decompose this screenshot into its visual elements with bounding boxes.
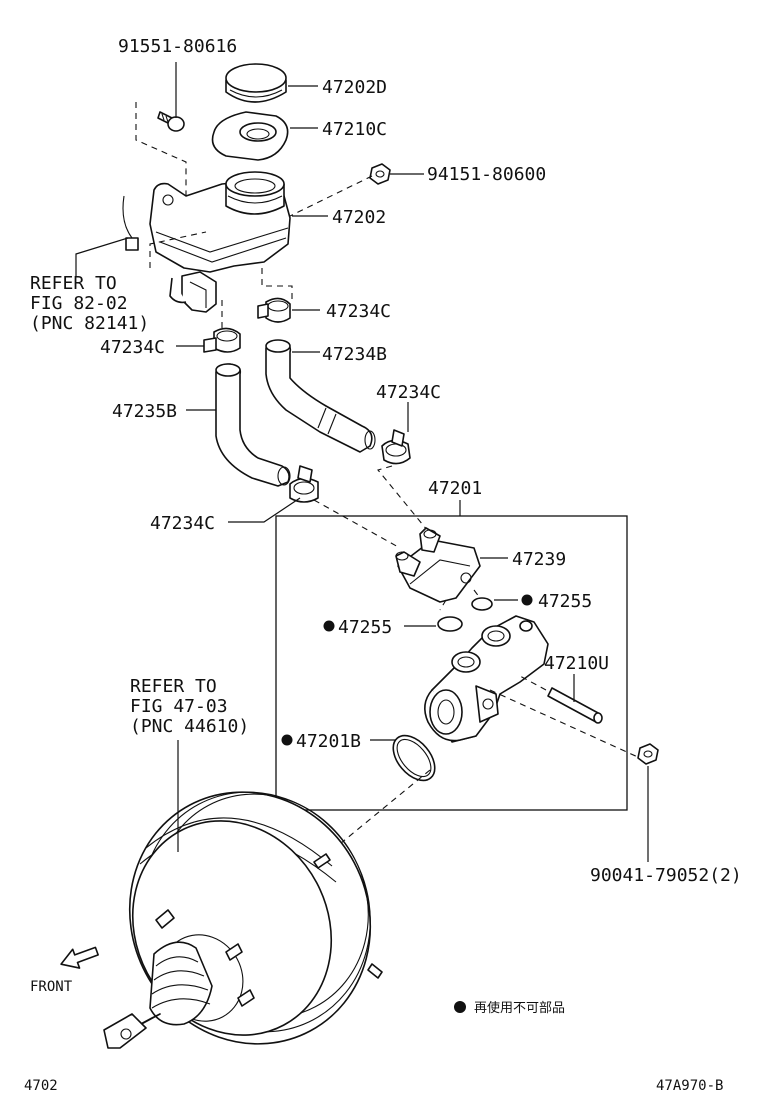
reservoir-strainer (211, 111, 289, 161)
ref-47-03-line1: REFER TO (130, 676, 217, 697)
ref-82-02-line2: FIG 82-02 (30, 293, 128, 314)
nut-guide (285, 175, 373, 219)
leader-47234C-d (228, 497, 301, 523)
label-47234B: 47234B (322, 344, 387, 365)
o-ring-lower (437, 616, 463, 632)
reservoir-nut (369, 163, 391, 185)
label-94151-80600: 94151-80600 (427, 164, 546, 185)
o-ring-guide-a (439, 599, 447, 611)
reservoir-guide-left (149, 231, 207, 268)
master-cylinder-body (424, 615, 549, 743)
reservoir-cap (225, 63, 287, 103)
booster-boot (149, 941, 213, 1026)
flange-nut (637, 743, 659, 765)
label-47201: 47201 (428, 478, 482, 499)
leader-ref-82-02 (75, 237, 129, 276)
label-47234C-a: 47234C (326, 301, 391, 322)
o-ring-guide-b (473, 589, 481, 599)
hose-clamp-upper-right (257, 297, 291, 323)
mounting-screw (157, 111, 185, 132)
label-47239: 47239 (512, 549, 566, 570)
reservoir-grommet-joint (395, 527, 481, 603)
label-47202: 47202 (332, 207, 386, 228)
label-91551-80616: 91551-80616 (118, 36, 237, 57)
booster-guide (317, 769, 431, 863)
label-47255-a: 47255 (538, 591, 592, 612)
figure-id: 47A970-B (656, 1078, 723, 1094)
label-47255-b: 47255 (338, 617, 392, 638)
label-47201B: 47201B (296, 731, 361, 752)
label-90041-79052: 90041-79052(2) (590, 865, 742, 886)
o-ring-47201B (392, 734, 436, 782)
label-47234C-b: 47234C (100, 337, 165, 358)
label-47202D: 47202D (322, 77, 387, 98)
master-cylinder-assembly-box (275, 515, 628, 811)
reservoir-hose-47235B (215, 363, 291, 487)
master-cylinder-pin (547, 687, 603, 724)
nut-guide-right (489, 689, 641, 759)
o-ring-47201B-inner (396, 738, 432, 778)
reservoir-hose-47234B (265, 339, 376, 453)
hose-guide-right (377, 465, 433, 537)
ref-82-02-line1: REFER TO (30, 273, 117, 294)
booster-push-rod (103, 1013, 161, 1049)
non-reusable-part-legend-dot (454, 1001, 466, 1013)
ref-82-02-line3: (PNC 82141) (30, 313, 149, 334)
label-47235B: 47235B (112, 401, 177, 422)
dot-47201B (281, 734, 293, 746)
brake-fluid-reservoir (149, 171, 291, 313)
label-47234C-c: 47234C (376, 382, 441, 403)
reservoir-outlet-guide-b (261, 268, 293, 300)
dot-47255-a (521, 594, 533, 606)
label-47210U: 47210U (544, 653, 609, 674)
label-47210C: 47210C (322, 119, 387, 140)
ref-47-03-line3: (PNC 44610) (130, 716, 249, 737)
pin-guide (519, 675, 547, 691)
legend-text: 再使用不可部品 (474, 1000, 565, 1016)
page-id: 4702 (24, 1078, 58, 1094)
hose-clamp-lower-left (289, 465, 319, 503)
ref-47-03-line2: FIG 47-03 (130, 696, 228, 717)
label-47234C-d: 47234C (150, 513, 215, 534)
front-label: FRONT (30, 979, 73, 995)
dot-47255-b (323, 620, 335, 632)
hose-guide-left (313, 499, 401, 549)
level-sensor-wire (122, 195, 139, 251)
o-ring-upper (471, 597, 493, 611)
hose-clamp-mid-right (381, 429, 411, 465)
hose-clamp-upper-left (203, 327, 241, 353)
front-arrow-icon (60, 946, 99, 969)
